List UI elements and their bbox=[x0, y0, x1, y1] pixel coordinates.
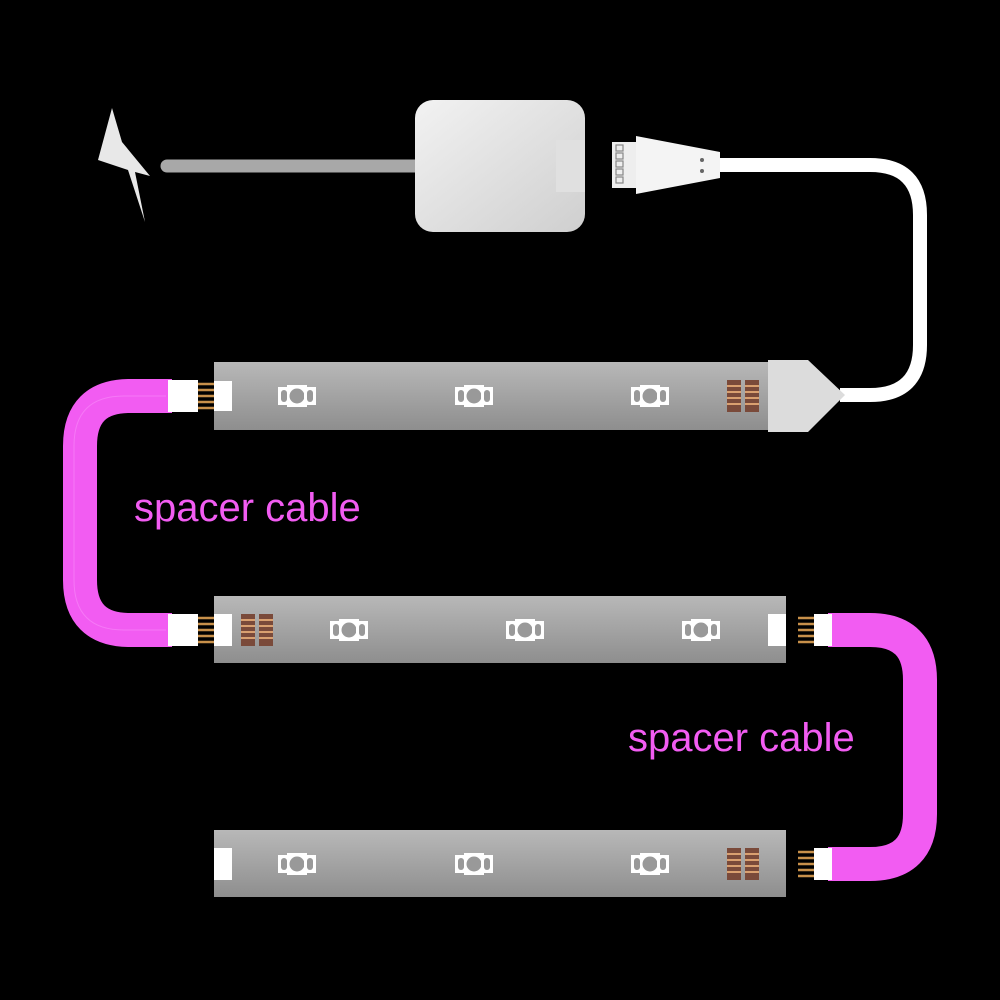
controller-output-cable bbox=[715, 158, 927, 402]
spacer-cable-2 bbox=[796, 613, 937, 881]
controller-box bbox=[415, 100, 585, 232]
controller-plug bbox=[612, 136, 720, 194]
led-strip-1 bbox=[214, 360, 845, 432]
lightning-bolt-icon bbox=[98, 108, 150, 222]
spacer-cable-1 bbox=[63, 379, 216, 647]
led-strip-3 bbox=[214, 830, 786, 897]
spacer-cable-label-2: spacer cable bbox=[628, 716, 855, 760]
spacer-cable-label-1: spacer cable bbox=[134, 486, 361, 530]
led-strip-2 bbox=[214, 596, 786, 663]
